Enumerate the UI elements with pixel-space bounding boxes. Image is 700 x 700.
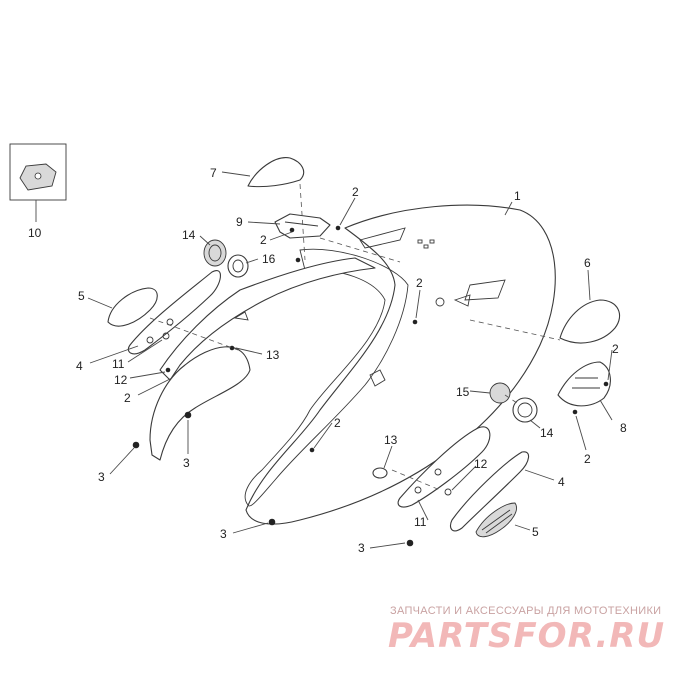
callout-13: 13: [266, 348, 280, 362]
callout-3: 3: [220, 527, 227, 541]
lens-part-16: [227, 254, 249, 278]
watermark-logo: PARTSFOR.RU: [388, 616, 666, 656]
callout-3: 3: [98, 470, 105, 484]
inner-molding-right-part-11: [397, 426, 491, 508]
inset-part-10: [9, 143, 67, 222]
callout-9: 9: [236, 215, 243, 229]
callout-8: 8: [620, 421, 627, 435]
callout-16: 16: [262, 252, 276, 266]
side-molding-left-part-4: [127, 270, 221, 355]
inner-side-panel: [149, 248, 409, 507]
lamp-housing-right-part-15: [489, 382, 511, 404]
callout-13: 13: [384, 433, 398, 447]
callout-10: 10: [28, 226, 42, 240]
lens-right-part-14: [512, 397, 538, 423]
callout-2: 2: [612, 342, 619, 356]
side-molding-right-part-4: [449, 451, 530, 532]
callout-2: 2: [584, 452, 591, 466]
watermark-caption: ЗАПЧАСТИ И АКСЕССУАРЫ ДЛЯ МОТОТЕХНИКИ: [390, 605, 662, 617]
right-cover-part-6: [559, 299, 620, 344]
rear-fairing-part-1: [245, 204, 556, 525]
callout-2: 2: [260, 233, 267, 247]
callout-5: 5: [78, 289, 85, 303]
callout-1: 1: [514, 189, 521, 203]
callout-2: 2: [352, 185, 359, 199]
reflector-left-part-5: [107, 287, 158, 327]
callout-labels: 7 1 2 9 2 14 16 2 10 5 4 11 12 2 13 3 3 …: [28, 166, 627, 555]
bracket-part-9: [274, 213, 331, 239]
fasteners: [132, 225, 609, 547]
callout-6: 6: [584, 256, 591, 270]
callout-15: 15: [456, 385, 470, 399]
callout-14: 14: [540, 426, 554, 440]
bracket-part-8: [557, 361, 611, 407]
callout-3: 3: [358, 541, 365, 555]
callout-3: 3: [183, 456, 190, 470]
callout-5: 5: [532, 525, 539, 539]
grommet-part-13: [372, 467, 388, 479]
callout-12: 12: [474, 457, 488, 471]
top-cover-part-7: [247, 157, 305, 188]
callout-2: 2: [334, 416, 341, 430]
callout-11: 11: [414, 515, 427, 529]
lamp-housing-left-part-14: [203, 239, 227, 267]
callout-2: 2: [124, 391, 131, 405]
callout-12: 12: [114, 373, 128, 387]
callout-14: 14: [182, 228, 196, 242]
reflector-right-part-5: [475, 502, 517, 538]
callout-2: 2: [416, 276, 423, 290]
assembly-lines: [149, 183, 561, 491]
callout-11: 11: [112, 357, 125, 371]
callout-7: 7: [210, 166, 217, 180]
leader-lines: [87, 171, 613, 549]
callout-4: 4: [76, 359, 83, 373]
callout-4: 4: [558, 475, 565, 489]
